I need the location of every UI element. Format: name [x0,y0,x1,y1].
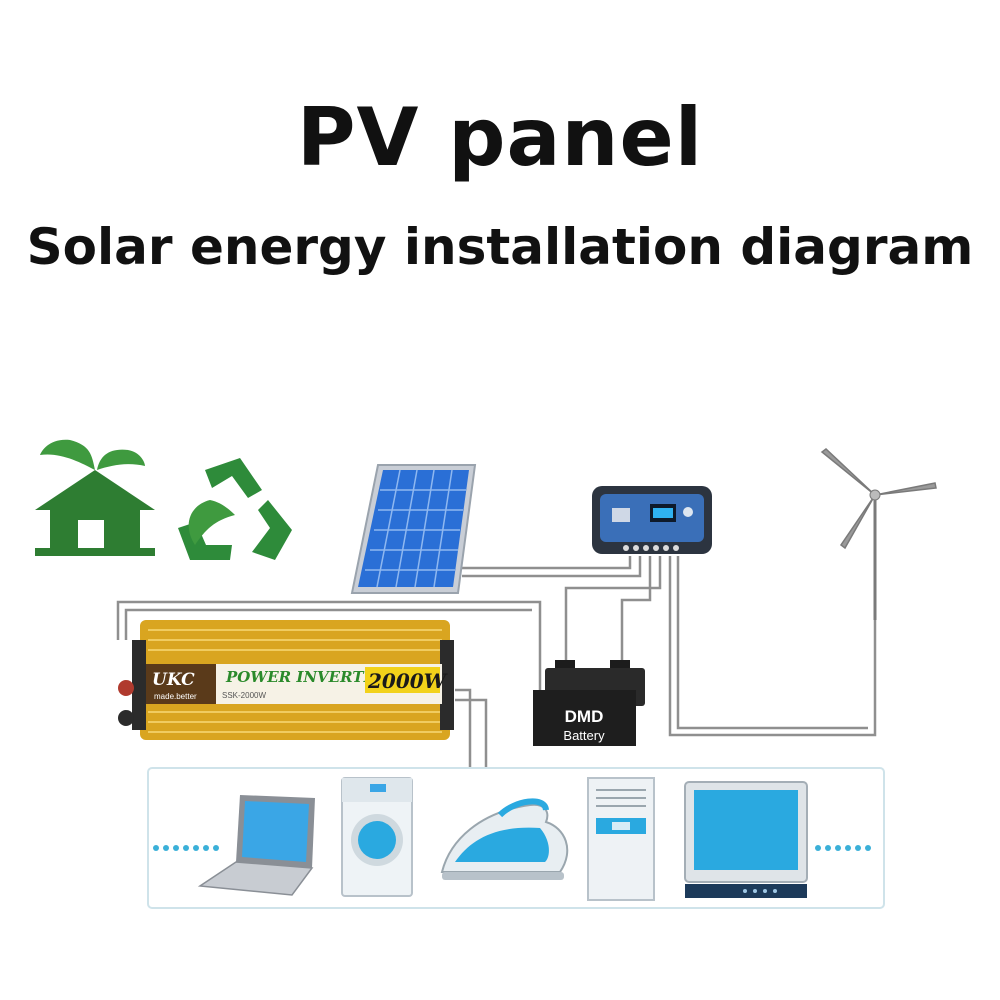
power-inverter: UKC made.better POWER INVERTER SSK-2000W… [118,620,454,740]
page-subtitle: Solar energy installation diagram [26,218,974,276]
iron-icon [440,798,569,880]
solar-panel-icon [350,464,477,594]
battery: DMD Battery [533,660,645,746]
recycle-icon [178,458,292,560]
charge-controller-icon [592,486,712,554]
wind-turbine-icon [820,448,937,620]
air-conditioner-icon [587,777,655,901]
battery-brand: DMD [565,707,604,726]
eco-house-icon [35,439,155,556]
connector-dots-right [815,845,871,851]
connector-dots-left [153,845,219,851]
tv-icon [684,781,808,898]
washing-machine-icon [341,777,413,897]
inverter-label: POWER INVERTER [225,668,387,686]
inverter-power: 2000W [367,669,449,693]
page-title: PV panel [296,91,704,184]
battery-label: Battery [563,728,605,743]
inverter-brand-sub: made.better [154,692,197,701]
inverter-brand: UKC [152,670,195,690]
wiring [116,520,877,768]
inverter-model: SSK-2000W [222,691,266,700]
laptop-icon [197,795,315,896]
